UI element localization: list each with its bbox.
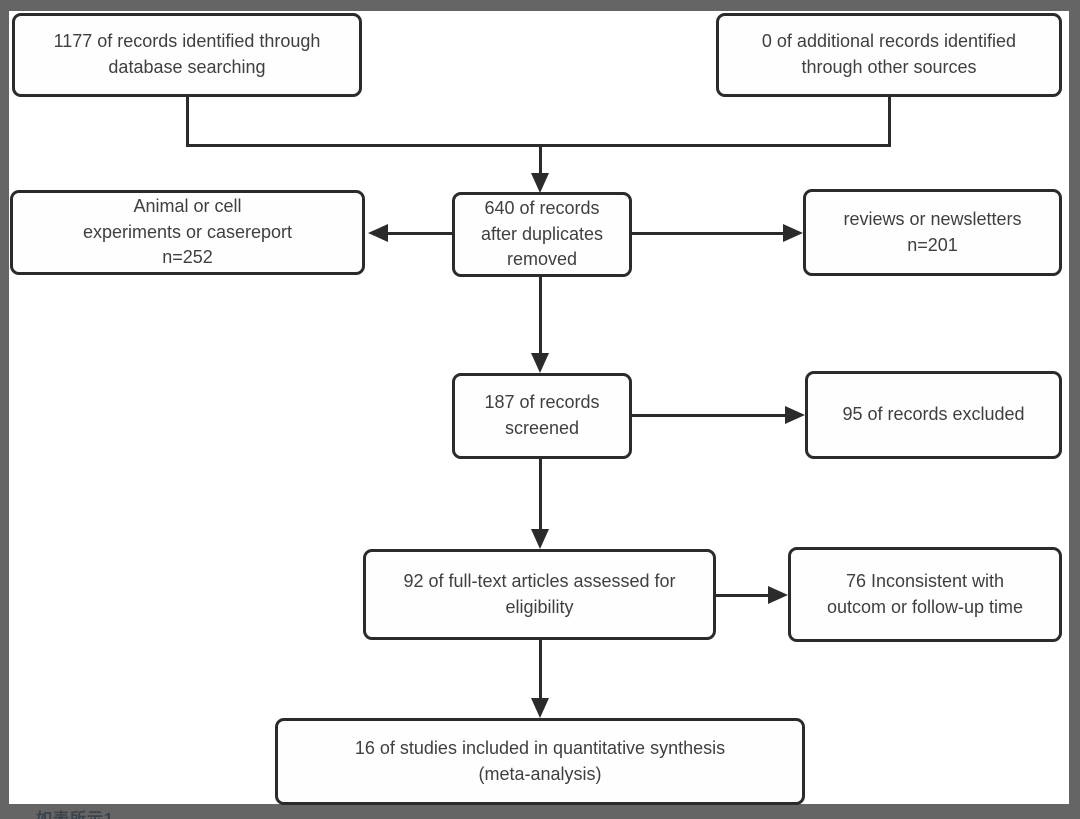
clipped-caption-text: 如表所示1 xyxy=(36,805,114,819)
box-records-screened: 187 of records screened xyxy=(452,373,632,459)
arrow-left-icon xyxy=(368,224,388,242)
box-reviews-newsletters: reviews or newsletters n=201 xyxy=(803,189,1062,276)
arrow-down-icon xyxy=(531,529,549,549)
box-records-excluded: 95 of records excluded xyxy=(805,371,1062,459)
box-after-duplicates-removed: 640 of records after duplicates removed xyxy=(452,192,632,277)
arrow-duplicates-to-screened-stem xyxy=(539,277,542,353)
arrow-fulltext-to-inconsistent-stem xyxy=(716,594,768,597)
arrow-merge-to-duplicates-stem xyxy=(539,145,542,173)
box-studies-included: 16 of studies included in quantitative s… xyxy=(275,718,805,805)
arrow-right-icon xyxy=(768,586,788,604)
arrow-duplicates-to-animal-stem xyxy=(388,232,452,235)
arrow-right-icon xyxy=(785,406,805,424)
arrow-down-icon xyxy=(531,698,549,718)
arrow-fulltext-to-included-stem xyxy=(539,640,542,698)
connector-identified-down xyxy=(186,97,189,145)
arrow-down-icon xyxy=(531,353,549,373)
connector-additional-down xyxy=(888,97,891,145)
box-records-identified: 1177 of records identified through datab… xyxy=(12,13,362,97)
arrow-right-icon xyxy=(783,224,803,242)
connector-merge-horizontal xyxy=(186,144,891,147)
arrow-duplicates-to-reviews-stem xyxy=(632,232,783,235)
arrow-down-icon xyxy=(531,173,549,193)
box-additional-records: 0 of additional records identified throu… xyxy=(716,13,1062,97)
box-fulltext-assessed: 92 of full-text articles assessed for el… xyxy=(363,549,716,640)
arrow-screened-to-fulltext-stem xyxy=(539,459,542,529)
arrow-screened-to-excluded-stem xyxy=(632,414,785,417)
box-animal-cell-excluded: Animal or cell experiments or casereport… xyxy=(10,190,365,275)
box-inconsistent-outcome: 76 Inconsistent with outcom or follow-up… xyxy=(788,547,1062,642)
